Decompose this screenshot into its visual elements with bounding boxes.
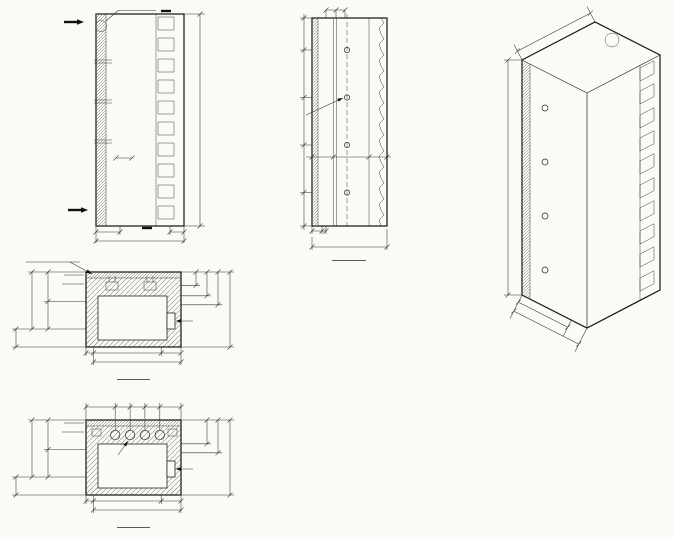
detail-leader <box>105 10 156 22</box>
plug-leader <box>305 97 344 116</box>
p2-notch <box>166 312 176 330</box>
plug-holes <box>541 104 549 274</box>
elevation-dim-lines <box>93 11 205 244</box>
section-1-1-top-view <box>12 261 234 380</box>
facing-layer-hatch <box>86 420 181 426</box>
back-wall-hatch <box>86 488 181 495</box>
keyed-edge-zigzag <box>378 17 385 227</box>
block-near-edges <box>521 54 661 328</box>
axonometric-view <box>504 6 661 352</box>
elevation-inner-lines <box>105 14 157 226</box>
section-arrow-icon <box>77 19 84 25</box>
arrowhead-icon <box>176 467 181 471</box>
elevation-view <box>64 9 205 244</box>
embedded-anchors <box>105 276 157 291</box>
detail-circle <box>604 32 620 48</box>
section-outline <box>85 419 182 496</box>
section-arrow-icon <box>81 207 88 213</box>
back-wall-hatch <box>86 340 181 347</box>
axon-dim-lines <box>504 6 596 352</box>
detail-circle <box>95 20 107 32</box>
arrowhead-icon <box>337 98 343 102</box>
section-2-2-view <box>300 7 391 261</box>
section-1-1a-dim-lines <box>12 269 234 365</box>
front-wall-hatch <box>86 278 181 296</box>
section-inner-lines <box>317 18 370 226</box>
key-blocks-column <box>639 60 655 292</box>
facing-layer-hatch <box>312 18 318 226</box>
arrowhead-icon <box>85 269 92 274</box>
front-wall-hatch <box>86 426 181 444</box>
p2-notch <box>166 460 176 478</box>
plug-holes <box>344 47 350 196</box>
cavity <box>97 443 168 489</box>
face-lines <box>529 64 641 301</box>
section-2-2-dim-lines <box>300 7 391 250</box>
key-blocks-column <box>157 16 175 220</box>
facing-layer-hatch <box>522 60 530 299</box>
section-1-1-bottom-view <box>12 403 234 528</box>
facing-layer-hatch <box>96 14 106 226</box>
lifting-loop-marks <box>94 59 112 144</box>
elevation-outline <box>95 13 185 227</box>
section-1-1b-dim-lines <box>12 403 234 513</box>
arrowhead-icon <box>176 319 181 323</box>
arrowhead-icon <box>123 441 128 447</box>
section-outline <box>85 271 182 348</box>
embedded-anchors <box>91 428 178 437</box>
left-wall-hatch <box>86 296 98 347</box>
facing-layer-hatch <box>86 272 181 278</box>
round-holes <box>110 429 165 441</box>
left-wall-hatch <box>86 444 98 495</box>
cavity <box>97 295 168 341</box>
block-outline <box>521 21 661 329</box>
